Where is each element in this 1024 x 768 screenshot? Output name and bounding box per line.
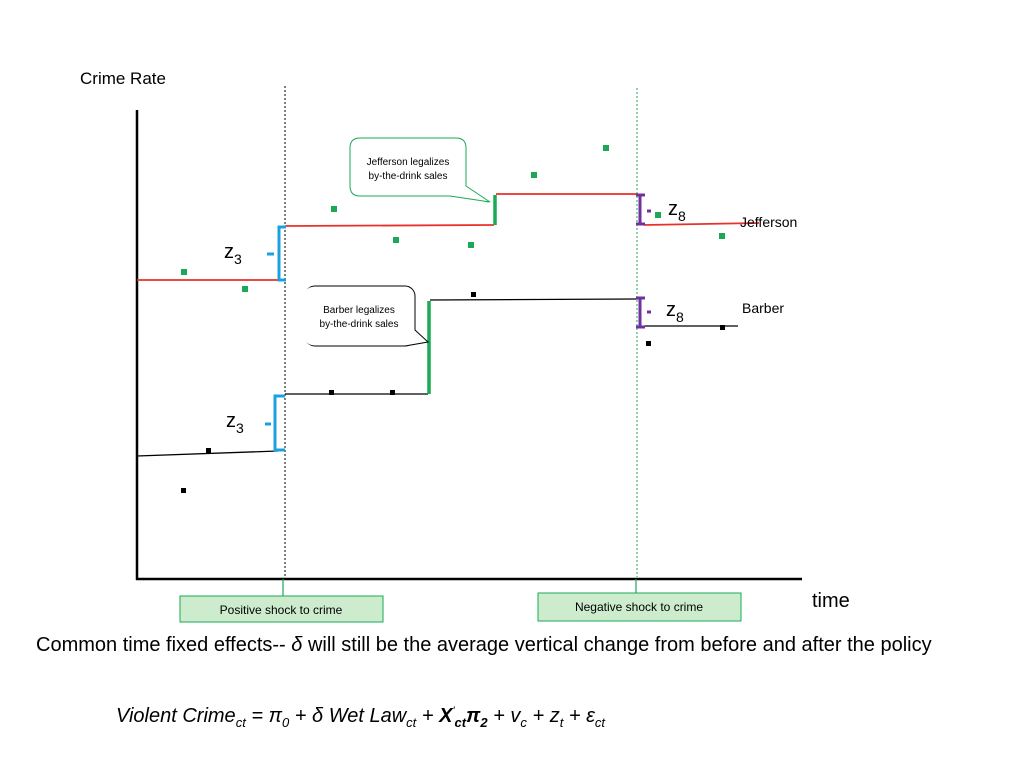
barber-point: [329, 390, 334, 395]
caption-prefix: Common time fixed effects--: [36, 634, 292, 656]
x-axis-label: time: [812, 590, 850, 612]
diff-in-diff-diagram: Crime Rate time: [80, 69, 850, 623]
caption: Common time fixed effects-- δ will still…: [36, 633, 936, 658]
barber-point: [720, 325, 725, 330]
jefferson-callout-text: by-the-drink sales: [369, 171, 448, 182]
jefferson-point: [393, 237, 399, 243]
caption-suffix: will still be the average vertical chang…: [302, 634, 932, 656]
regression-formula: Violent Crimect = π0 + δ Wet Lawct + X'c…: [116, 705, 606, 730]
y-axis-label: Crime Rate: [80, 69, 166, 88]
jefferson-points: [181, 145, 725, 292]
barber-point: [206, 448, 211, 453]
z8-bracket-barber: [636, 296, 651, 329]
barber-callout-text: by-the-drink sales: [320, 319, 399, 330]
barber-callout: Barber legalizes by-the-drink sales: [304, 285, 430, 347]
barber-callout-text: Barber legalizes: [323, 305, 395, 316]
z8-label-jefferson: z8: [668, 198, 686, 224]
barber-point: [390, 390, 395, 395]
jefferson-point: [242, 286, 248, 292]
barber-point: [646, 341, 651, 346]
z3-bracket-jefferson: [267, 225, 286, 282]
positive-shock-box: Positive shock to crime: [179, 595, 384, 623]
jefferson-callout: Jefferson legalizes by-the-drink sales: [349, 137, 491, 203]
jefferson-point: [331, 206, 337, 212]
barber-label: Barber: [742, 300, 784, 316]
barber-points: [181, 292, 725, 493]
barber-point: [471, 292, 476, 297]
z8-bracket-jefferson: [636, 193, 651, 226]
jefferson-point: [603, 145, 609, 151]
barber-trend: [136, 298, 738, 457]
jefferson-point: [181, 269, 187, 275]
jefferson-label: Jefferson: [740, 214, 797, 230]
z3-label-jefferson: z3: [224, 241, 242, 267]
barber-point: [181, 488, 186, 493]
negative-shock-box: Negative shock to crime: [537, 592, 742, 622]
caption-delta-symbol: δ: [291, 634, 303, 656]
positive-shock-label: Positive shock to crime: [220, 603, 343, 617]
negative-shock-label: Negative shock to crime: [575, 600, 703, 614]
z3-bracket-barber: [265, 394, 285, 452]
jefferson-point: [468, 242, 474, 248]
jefferson-point: [531, 172, 537, 178]
jefferson-callout-text: Jefferson legalizes: [367, 157, 450, 168]
jefferson-point: [719, 233, 725, 239]
jefferson-trend: [137, 193, 760, 281]
jefferson-point: [655, 212, 661, 218]
z8-label-barber: z8: [666, 299, 684, 325]
z3-label-barber: z3: [226, 410, 244, 436]
